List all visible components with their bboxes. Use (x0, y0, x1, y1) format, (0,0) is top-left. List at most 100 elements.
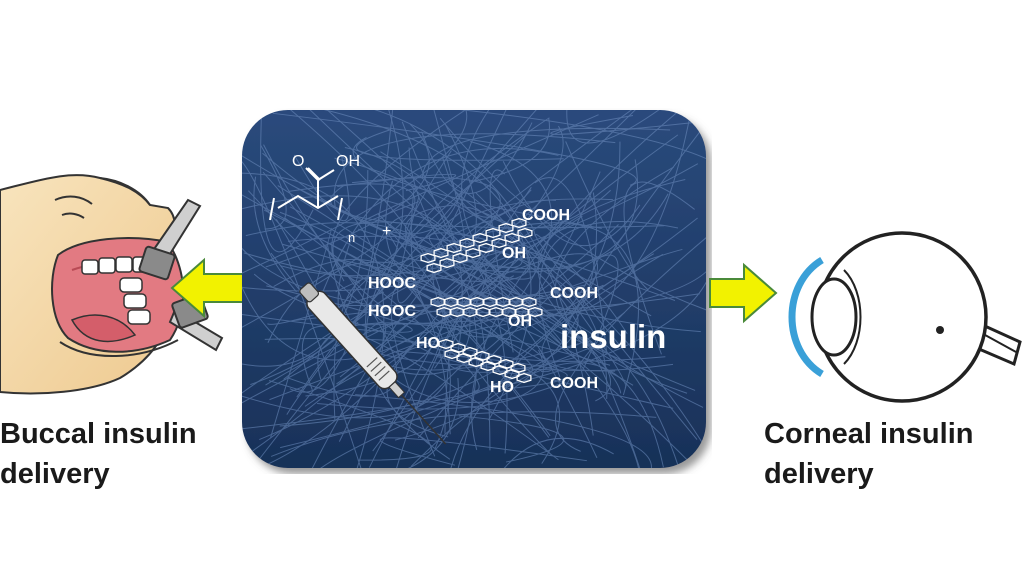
buccal-caption-line1: Buccal insulin (0, 418, 197, 450)
fiber-strand (242, 155, 368, 468)
fiber-strand (379, 437, 587, 466)
fiber-strand (272, 112, 637, 186)
graphene-ring (492, 364, 508, 376)
chem-oh-2: OH (508, 313, 532, 330)
graphene-ring (521, 296, 537, 308)
chem-hooc-1: HOOC (368, 275, 416, 292)
fiber-strand (410, 362, 664, 468)
fiber-strand (410, 187, 619, 328)
chem-n: n (348, 230, 355, 245)
corneal-caption-line1: Corneal insulin (764, 418, 974, 450)
fiber-strand (282, 110, 706, 160)
fiber-strand (279, 211, 451, 449)
chem-cooh-3: COOH (550, 375, 598, 392)
chem-oh-1: OH (502, 245, 526, 262)
fiber-strand (279, 141, 621, 427)
graphene-ring (504, 368, 520, 380)
fiber-strand (332, 135, 526, 315)
fiber-strand (242, 110, 646, 464)
mouth-illustration (0, 174, 224, 395)
syringe-icon (299, 282, 447, 445)
fiber-strand (265, 123, 430, 268)
eye-illustration (788, 231, 1022, 403)
fiber-strand (260, 115, 314, 253)
fiber-strand (332, 221, 676, 301)
graphene-ring (438, 338, 454, 350)
fiber-strand (385, 227, 550, 438)
nanofiber-panel: O OH n + COOH OH HOOC COOH HOOC OH HO HO… (242, 110, 706, 468)
fiber-strand (313, 341, 606, 468)
graphene-ring (498, 358, 514, 370)
fiber-strand (394, 192, 597, 441)
fiber-strand (492, 437, 614, 468)
fiber-strand (368, 220, 536, 468)
fiber-strand (268, 380, 432, 461)
fiber-strand (319, 148, 559, 300)
fiber-strand (344, 147, 463, 351)
fiber-strand (538, 221, 679, 378)
fiber-strand (377, 110, 696, 317)
fiber-strand (566, 110, 664, 144)
graphene-ring (527, 306, 543, 318)
graphene-ring (510, 362, 526, 374)
fiber-strand (242, 110, 468, 284)
chem-hooc-2: HOOC (368, 303, 416, 320)
fiber-strand (253, 273, 674, 409)
fiber-strand (332, 179, 531, 283)
fiber-strand (358, 114, 599, 225)
fiber-strand (293, 154, 350, 221)
chem-cooh-1: COOH (522, 207, 570, 224)
fiber-strand (364, 214, 493, 336)
graphene-ring (511, 217, 527, 229)
chem-plus: + (382, 223, 391, 240)
fiber-strand (242, 285, 413, 333)
buccal-caption: Buccal insulin delivery (0, 414, 240, 494)
chem-cooh-2: COOH (550, 285, 598, 302)
fiber-strand (466, 207, 652, 317)
fiber-strand (262, 152, 463, 235)
chem-ho-1: HO (416, 335, 440, 352)
corneal-caption: Corneal insulin delivery (764, 414, 1024, 494)
fiber-strand (337, 173, 457, 192)
graphene-ring (480, 360, 496, 372)
fiber-strand (421, 127, 671, 178)
fiber-strand (534, 233, 698, 440)
fiber-strand (455, 125, 564, 303)
fiber-strand (397, 110, 516, 304)
chem-o: O (292, 153, 304, 170)
fiber-strand (392, 257, 628, 468)
fiber-strand (550, 114, 706, 135)
fiber-strand (458, 415, 565, 463)
fiber-strand (242, 185, 562, 372)
fiber-strand (281, 243, 634, 386)
fiber-strand (392, 171, 601, 375)
graphene-ring (516, 372, 532, 384)
graphene-ring (444, 348, 460, 360)
fiber-strand (270, 227, 333, 438)
insulin-label: insulin (560, 318, 666, 355)
fiber-strand (286, 110, 594, 436)
fiber-strand (452, 188, 612, 229)
fiber-strand (442, 156, 532, 218)
arrow-left-icon (170, 257, 245, 319)
fiber-strand (242, 215, 583, 292)
fiber-strand (385, 180, 587, 299)
fiber-strand (242, 272, 706, 431)
fiber-strand (289, 206, 552, 373)
fiber-strand (334, 157, 705, 446)
fiber-strand (307, 110, 561, 344)
fiber-strand (534, 177, 608, 353)
fiber-strand (352, 137, 602, 229)
fiber-strand (340, 284, 604, 307)
buccal-caption-line2: delivery (0, 458, 110, 490)
arrow-right-icon (709, 262, 778, 324)
fiber-strand (263, 144, 526, 325)
fiber-strand (471, 110, 704, 451)
fiber-strand (245, 222, 478, 468)
fiber-strand (561, 129, 702, 349)
fiber-strand (346, 258, 706, 326)
fiber-strand (286, 110, 555, 415)
fiber-strand (443, 134, 679, 373)
fiber-strand (365, 117, 550, 460)
